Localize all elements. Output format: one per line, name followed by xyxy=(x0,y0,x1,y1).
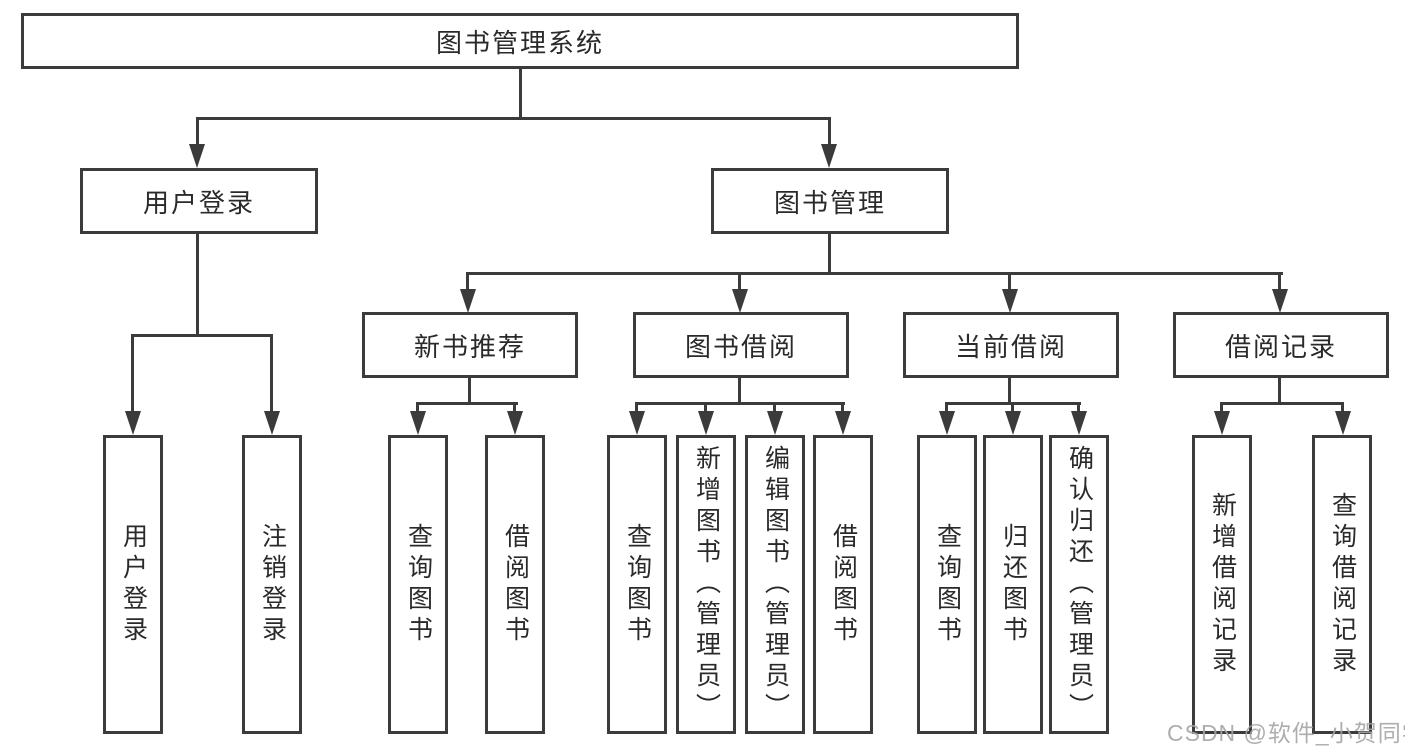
node-label: 归还图书 xyxy=(999,522,1028,647)
connector-newbook-stub-2 xyxy=(513,402,516,414)
connector-borrowrecords-stub-2 xyxy=(1341,402,1344,414)
leaf-borrow-books: 借阅图书 xyxy=(813,435,873,734)
node-label: 确认归还（管理员） xyxy=(1065,445,1094,724)
node-user-login: 用户登录 xyxy=(80,168,318,234)
leaf-user-login: 用户登录 xyxy=(103,435,163,734)
arrow-down-icon xyxy=(939,411,955,435)
node-label: 查询图书 xyxy=(933,522,962,647)
connector-currentborrow-stub-1 xyxy=(945,402,948,414)
arrow-down-icon xyxy=(821,144,837,168)
connector-bookborrow-stub-1 xyxy=(635,402,638,414)
arrow-down-icon xyxy=(629,411,645,435)
leaf-confirm-return-admin: 确认归还（管理员） xyxy=(1049,435,1109,734)
connector-bookmgmt-drop-2 xyxy=(738,272,741,291)
arrow-down-icon xyxy=(1214,411,1230,435)
connector-userlogin-horizontal xyxy=(131,334,273,337)
arrow-down-icon xyxy=(1272,289,1288,313)
node-book-borrow: 图书借阅 xyxy=(633,312,849,378)
arrow-down-icon xyxy=(1071,411,1087,435)
connector-userlogin-trunk xyxy=(196,232,199,336)
node-label: 编辑图书（管理员） xyxy=(761,445,790,724)
node-label: 新增图书（管理员） xyxy=(692,445,721,724)
arrow-down-icon xyxy=(698,411,714,435)
connector-currentborrow-stub-2 xyxy=(1011,402,1014,414)
node-label: 用户登录 xyxy=(119,522,148,647)
connector-bookborrow-stub-2 xyxy=(704,402,707,414)
node-book-management: 图书管理 xyxy=(711,168,949,234)
connector-borrowrecords-horizontal xyxy=(1220,402,1344,405)
connector-root-horizontal xyxy=(196,117,831,120)
arrow-down-icon xyxy=(1335,411,1351,435)
arrow-down-icon xyxy=(264,411,280,435)
connector-bookmgmt-horizontal xyxy=(466,272,1283,275)
arrow-down-icon xyxy=(507,411,523,435)
node-label: 查询图书 xyxy=(404,522,433,647)
connector-bookborrow-stub-4 xyxy=(841,402,844,414)
node-label: 借阅记录 xyxy=(1224,331,1337,362)
csdn-watermark: CSDN @软件_小贺同学 xyxy=(1167,720,1405,746)
connector-bookmgmt-drop-1 xyxy=(466,272,469,291)
arrow-down-icon xyxy=(460,289,476,313)
connector-bookborrow-horizontal xyxy=(635,402,845,405)
connector-userlogin-drop-left xyxy=(131,334,134,414)
node-label: 图书管理 xyxy=(773,187,886,218)
node-label: 注销登录 xyxy=(258,522,287,647)
leaf-logout: 注销登录 xyxy=(242,435,302,734)
node-label: 新增借阅记录 xyxy=(1208,491,1237,678)
connector-root-trunk xyxy=(519,67,522,119)
connector-newbook-trunk xyxy=(468,376,471,404)
leaf-borrow-query-books: 查询图书 xyxy=(607,435,667,734)
connector-root-drop-right xyxy=(828,117,831,147)
connector-bookmgmt-drop-3 xyxy=(1008,272,1011,291)
arrow-down-icon xyxy=(125,411,141,435)
node-borrow-records: 借阅记录 xyxy=(1173,312,1389,378)
leaf-return-books: 归还图书 xyxy=(983,435,1043,734)
node-label: 借阅图书 xyxy=(501,522,530,647)
connector-newbook-stub-1 xyxy=(416,402,419,414)
node-label: 当前借阅 xyxy=(954,331,1067,362)
leaf-edit-books-admin: 编辑图书（管理员） xyxy=(745,435,805,734)
connector-userlogin-drop-right xyxy=(270,334,273,414)
connector-borrowrecords-stub-1 xyxy=(1220,402,1223,414)
connector-bookborrow-stub-3 xyxy=(773,402,776,414)
node-new-book-recommend: 新书推荐 xyxy=(362,312,578,378)
connector-bookmgmt-drop-4 xyxy=(1278,272,1281,291)
connector-bookmgmt-trunk xyxy=(828,232,831,275)
arrow-down-icon xyxy=(189,144,205,168)
node-label: 新书推荐 xyxy=(413,331,526,362)
connector-currentborrow-stub-3 xyxy=(1077,402,1080,414)
leaf-add-borrow-record: 新增借阅记录 xyxy=(1192,435,1252,734)
node-current-borrow: 当前借阅 xyxy=(903,312,1119,378)
connector-bookborrow-trunk xyxy=(738,376,741,404)
node-library-system: 图书管理系统 xyxy=(21,13,1019,69)
node-label: 借阅图书 xyxy=(829,522,858,647)
node-label: 用户登录 xyxy=(142,187,255,218)
arrow-down-icon xyxy=(732,289,748,313)
arrow-down-icon xyxy=(410,411,426,435)
leaf-newbook-borrow-books: 借阅图书 xyxy=(485,435,545,734)
leaf-add-books-admin: 新增图书（管理员） xyxy=(676,435,736,734)
arrow-down-icon xyxy=(767,411,783,435)
node-label: 图书管理系统 xyxy=(435,27,604,58)
leaf-current-query-books: 查询图书 xyxy=(917,435,977,734)
connector-newbook-horizontal xyxy=(416,402,518,405)
node-label: 查询借阅记录 xyxy=(1328,491,1357,678)
arrow-down-icon xyxy=(1005,411,1021,435)
node-label: 查询图书 xyxy=(623,522,652,647)
connector-currentborrow-trunk xyxy=(1008,376,1011,404)
node-label: 图书借阅 xyxy=(684,331,797,362)
connector-borrowrecords-trunk xyxy=(1278,376,1281,404)
connector-root-drop-left xyxy=(196,117,199,147)
arrow-down-icon xyxy=(1002,289,1018,313)
arrow-down-icon xyxy=(835,411,851,435)
leaf-newbook-query-books: 查询图书 xyxy=(388,435,448,734)
leaf-query-borrow-record: 查询借阅记录 xyxy=(1312,435,1372,734)
